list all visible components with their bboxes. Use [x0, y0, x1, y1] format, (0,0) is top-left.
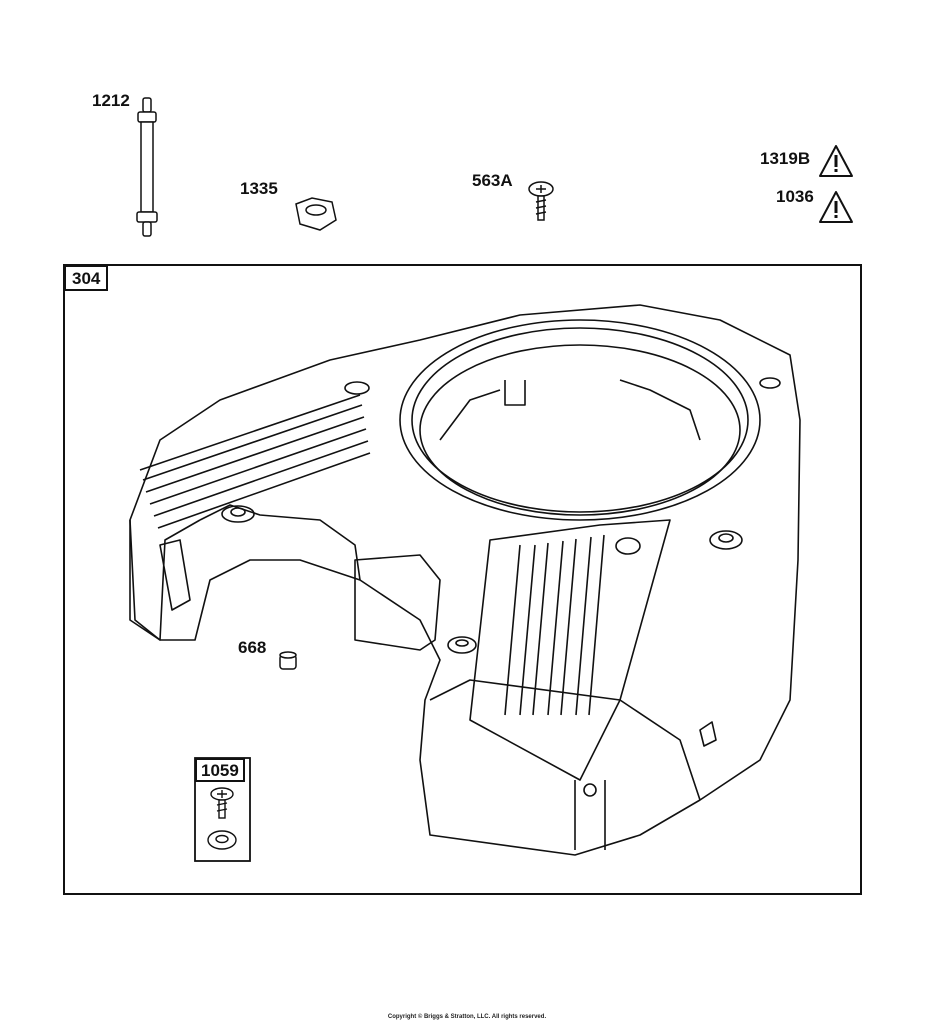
- screw-part[interactable]: [528, 181, 554, 221]
- kit-washer[interactable]: [207, 830, 237, 850]
- copyright-notice: Copyright © Briggs & Stratton, LLC. All …: [387, 1014, 547, 1020]
- label-nut: 1335: [240, 179, 278, 198]
- label-spacer: 668: [238, 638, 267, 657]
- blower-housing[interactable]: [129, 304, 801, 856]
- kit-screw[interactable]: [210, 787, 234, 819]
- nut-part[interactable]: [295, 197, 337, 231]
- label-kit: 1059: [195, 758, 245, 782]
- label-warning-a: 1319B: [760, 149, 811, 168]
- spacer-part[interactable]: [279, 651, 297, 670]
- label-screw: 563A: [472, 171, 513, 190]
- label-housing: 304: [64, 265, 109, 291]
- housing-frame: [63, 264, 862, 895]
- warning-triangle-icon[interactable]: [818, 144, 854, 178]
- label-rod: 1212: [92, 91, 130, 110]
- warning-triangle-icon[interactable]: [818, 190, 854, 224]
- label-warning-b: 1036: [776, 187, 814, 206]
- rod-part[interactable]: [136, 97, 158, 237]
